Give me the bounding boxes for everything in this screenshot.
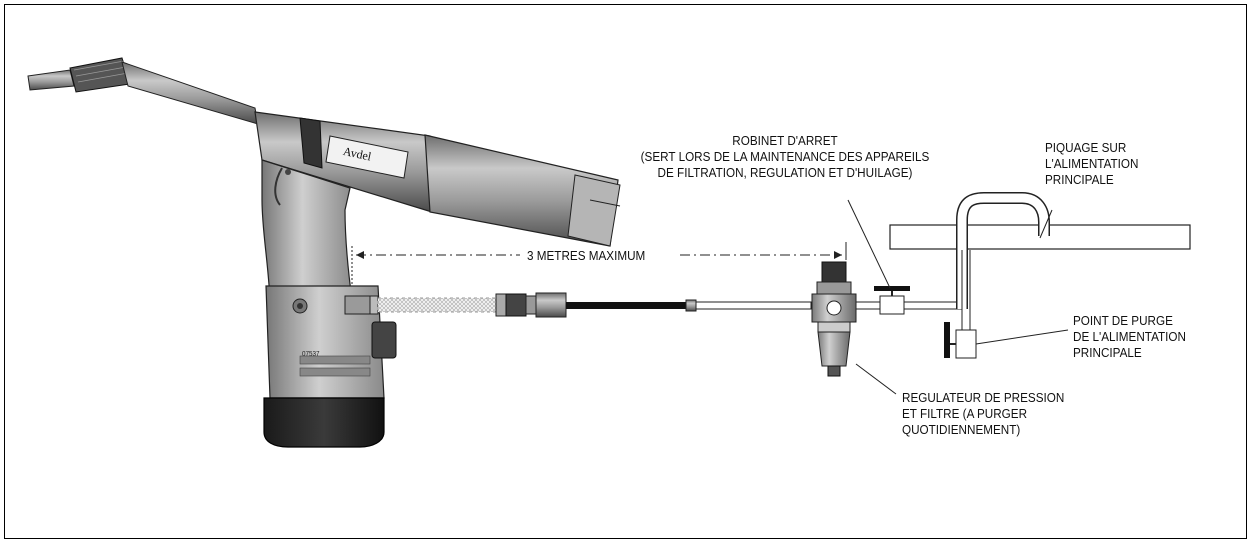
shutoff-valve-label: ROBINET D'ARRET (SERT LORS DE LA MAINTEN… [640, 133, 930, 180]
drain-point-label: POINT DE PURGE DE L'ALIMENTATION PRINCIP… [1073, 313, 1186, 360]
tool-body [265, 285, 397, 399]
diagram-frame [4, 4, 1247, 539]
regulator-filter [811, 261, 883, 377]
air-hose-assembly [369, 292, 812, 318]
distance-label: 3 METRES MAXIMUM [527, 248, 646, 263]
leader-lines [847, 199, 1069, 395]
distance-dimension [351, 242, 847, 284]
tool-barrel [254, 111, 621, 247]
nose-assembly [27, 57, 259, 125]
tool-base [263, 397, 385, 448]
main-supply-tap-label: PIQUAGE SUR L'ALIMENTATION PRINCIPALE [1045, 140, 1139, 187]
regulator-label: REGULATEUR DE PRESSION ET FILTRE (A PURG… [902, 390, 1065, 437]
shutoff-valve [874, 286, 963, 315]
riveting-tool [27, 57, 621, 448]
tool-model-plate: 07537 [302, 351, 320, 358]
